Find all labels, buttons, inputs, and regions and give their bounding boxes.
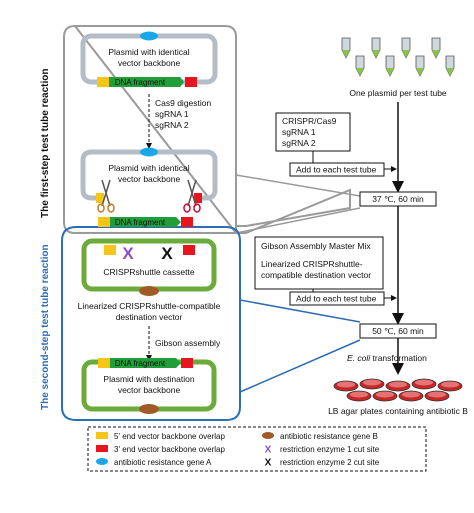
legend-yellow-swatch — [96, 432, 108, 439]
three-prime-overlap — [185, 77, 197, 87]
released-fragment: DNA fragment — [98, 217, 193, 227]
plasmid-top: Plasmid with identical vector backbone D… — [80, 31, 218, 87]
reagent-box-1-line2: sgRNA 1 — [282, 127, 316, 137]
five-prime-overlap — [97, 77, 109, 87]
first-step-connector — [235, 174, 361, 234]
reagent-box-1-line3: sgRNA 2 — [282, 138, 316, 148]
scissors-right-icon — [183, 179, 201, 213]
legend-purple-x-icon: X — [265, 445, 272, 456]
resistance-gene-a — [140, 31, 158, 41]
plasmid-cut-subtitle: vector backbone — [118, 174, 181, 184]
released-fragment-label: DNA fragment — [115, 218, 166, 227]
resistance-gene-a-cut — [140, 147, 158, 157]
plasmid-final-title: Plasmid with destination — [103, 374, 194, 384]
legend-box — [87, 426, 427, 472]
transformation-rest: transformation — [370, 353, 427, 363]
legend-label-3: antibiotic resistance gene A — [114, 458, 212, 467]
add-box-2-label: Add to each test tube — [296, 294, 377, 304]
plate — [372, 390, 398, 402]
plate — [346, 390, 372, 402]
plasmid-top-subtitle: vector backbone — [118, 58, 181, 68]
final-fragment-label: DNA fragment — [115, 359, 166, 368]
tubes-caption: One plasmid per test tube — [349, 88, 447, 98]
legend-label-2: 3' end vector backbone overlap — [114, 445, 225, 454]
restriction-site-2-x: X — [161, 244, 173, 263]
three-prime-overlap-cut — [194, 193, 202, 203]
plate — [398, 390, 424, 402]
second-step-connector — [239, 299, 361, 393]
shuttle-three-prime — [183, 245, 195, 255]
plasmid-final-subtitle: vector backbone — [118, 385, 181, 395]
final-three-prime — [181, 358, 193, 368]
second-step-panel — [61, 226, 241, 421]
transformation-label: E. coli transformation — [347, 353, 427, 363]
final-five-prime — [98, 358, 110, 368]
sgrna1-label: sgRNA 1 — [155, 109, 189, 119]
legend-label-6: restriction enzyme 2 cut site — [280, 458, 380, 467]
legend-label-4: antibiotic resistance gene B — [280, 432, 378, 441]
plate — [437, 380, 463, 392]
shuttle-five-prime — [104, 245, 116, 255]
second-step-label: The second-step test tube reaction — [40, 244, 51, 410]
five-prime-overlap-cut — [96, 193, 104, 203]
legend-black-x-icon: X — [265, 458, 272, 469]
plasmid-final: DNA fragment Plasmid with destination ve… — [81, 358, 217, 414]
plates-caption: LB agar plates containing antibiotic B — [328, 406, 468, 416]
released-five-prime — [98, 217, 110, 227]
resistance-gene-b — [139, 286, 159, 296]
released-three-prime — [181, 217, 193, 227]
plate — [411, 378, 437, 390]
gibson-label: Gibson assembly — [155, 338, 221, 348]
shuttle-middle — [116, 245, 183, 255]
temp-1-label: 37 ℃, 60 min — [372, 194, 424, 204]
legend-label-1: 5' end vector backbone overlap — [114, 432, 225, 441]
legend-red-swatch — [96, 445, 108, 452]
final-fragment-arrow — [110, 358, 181, 368]
agar-plates-icon — [333, 378, 463, 402]
legend-label-5: restriction enzyme 1 cut site — [280, 445, 380, 454]
transformation-italic: E. coli — [347, 353, 371, 363]
shuttle-vector: X X CRISPRshuttle cassette Linearized CR… — [78, 238, 221, 322]
plasmid-top-fragment-label: DNA fragment — [115, 78, 166, 87]
shuttle-cassette-label: CRISPRshuttle cassette — [103, 267, 194, 277]
legend-brown-swatch — [262, 432, 274, 439]
plate — [333, 380, 359, 392]
first-step-label: The first-step test tube reaction — [40, 69, 51, 218]
legend: 5' end vector backbone overlap 3' end ve… — [96, 432, 380, 469]
reagent-box-1 — [275, 112, 351, 152]
reagent-box-2-line3: compatible destination vector — [261, 270, 371, 280]
test-tubes-icon — [341, 37, 455, 77]
reagent-box-2-line1: Gibson Assembly Master Mix — [261, 241, 371, 251]
plate — [385, 380, 411, 392]
tube-row-2 — [355, 55, 455, 77]
reagent-box-2-line2: Linearized CRISPRshuttle- — [261, 259, 363, 269]
plasmid-cut: Plasmid with identical vector backbone — [80, 147, 218, 213]
dna-fragment-arrow — [109, 77, 184, 87]
tube-row-1 — [341, 37, 441, 59]
plasmid-top-title: Plasmid with identical — [108, 47, 189, 57]
plate — [424, 390, 450, 402]
scissors-left-icon — [97, 179, 115, 213]
reagent-box-2 — [254, 236, 384, 290]
plate — [359, 378, 385, 390]
reagent-box-1-line1: CRISPR/Cas9 — [282, 116, 337, 126]
add-box-1-label: Add to each test tube — [296, 165, 377, 175]
resistance-gene-b-final — [139, 404, 159, 414]
plasmid-cut-title: Plasmid with identical — [108, 163, 189, 173]
restriction-site-1-x: X — [122, 244, 134, 263]
legend-blue-swatch — [96, 458, 108, 465]
shuttle-vector-title: Linearized CRISPRshuttle-compatible — [78, 301, 221, 311]
digestion-label: Cas9 digestion — [155, 98, 212, 108]
sgrna2-label: sgRNA 2 — [155, 120, 189, 130]
released-fragment-arrow — [110, 217, 181, 227]
first-step-panel — [63, 24, 351, 234]
shuttle-vector-subtitle: destination vector — [116, 312, 183, 322]
temp-2-label: 50 ℃, 60 min — [372, 326, 424, 336]
